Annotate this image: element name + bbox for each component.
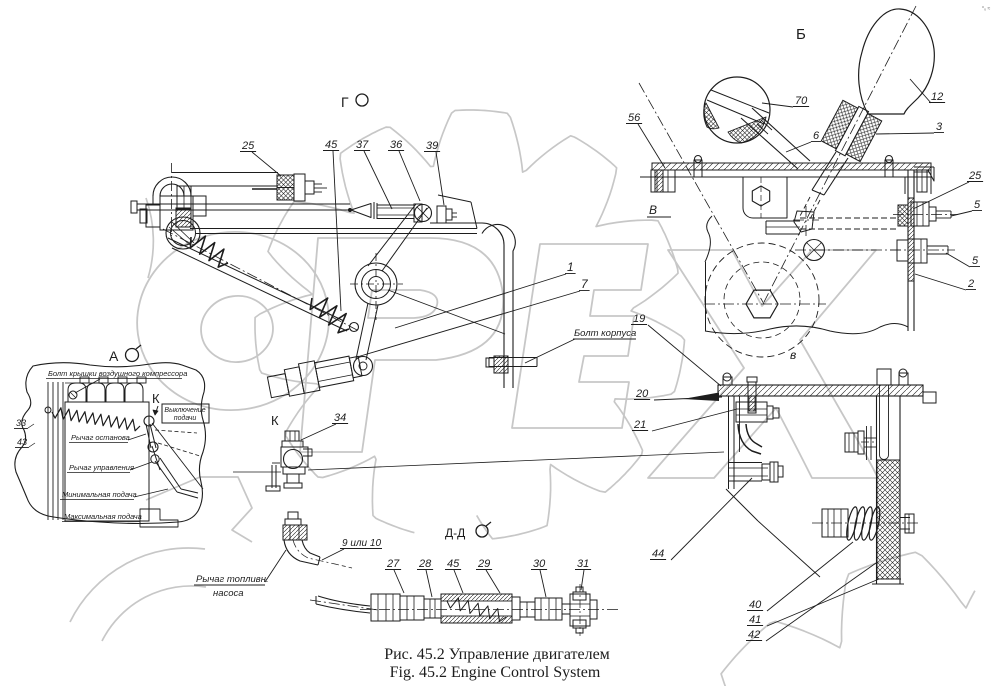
svg-text:25: 25: [241, 140, 255, 152]
svg-text:подачи: подачи: [174, 414, 197, 422]
svg-text:43: 43: [17, 437, 27, 447]
svg-text:Рис. 45.2 Управление двигателе: Рис. 45.2 Управление двигателем: [384, 646, 610, 663]
svg-text:45: 45: [325, 139, 338, 151]
svg-text:19: 19: [633, 313, 645, 325]
svg-text:К: К: [271, 413, 279, 428]
svg-text:Fig. 45.2 Engine Control Syste: Fig. 45.2 Engine Control System: [390, 664, 601, 681]
svg-text:20: 20: [635, 388, 649, 400]
svg-text:Болт крышки воздушного компрес: Болт крышки воздушного компрессора: [48, 369, 187, 378]
svg-text:насоса: насоса: [213, 588, 244, 599]
svg-text:6: 6: [813, 130, 820, 142]
svg-text:2: 2: [967, 278, 974, 290]
svg-text:А: А: [109, 348, 119, 364]
svg-text:Максимальная подача: Максимальная подача: [64, 512, 142, 521]
svg-text:3: 3: [936, 121, 943, 133]
svg-text:40: 40: [749, 599, 762, 611]
svg-text:30: 30: [533, 558, 546, 570]
svg-text:37: 37: [356, 139, 369, 151]
svg-text:34: 34: [334, 412, 346, 424]
svg-text:Б: Б: [796, 26, 806, 43]
svg-text:28: 28: [418, 558, 432, 570]
svg-text:42: 42: [748, 629, 760, 641]
svg-text:Болт корпуса: Болт корпуса: [574, 328, 636, 339]
svg-text:В: В: [649, 203, 657, 217]
svg-text:56: 56: [628, 112, 641, 124]
svg-text:12: 12: [931, 91, 943, 103]
svg-text:31: 31: [577, 558, 589, 570]
svg-text:1: 1: [567, 260, 574, 274]
svg-text:Рычаг останова: Рычаг останова: [71, 433, 130, 442]
svg-text:°₀ ≈: °₀ ≈: [982, 6, 990, 12]
svg-text:27: 27: [386, 558, 400, 570]
svg-text:9 или 10: 9 или 10: [342, 538, 381, 549]
svg-text:36: 36: [390, 139, 403, 151]
svg-text:39: 39: [426, 140, 438, 152]
svg-text:41: 41: [749, 614, 761, 626]
svg-text:в: в: [790, 348, 796, 362]
svg-text:45: 45: [447, 558, 460, 570]
svg-text:Г: Г: [341, 94, 349, 110]
svg-text:25: 25: [968, 170, 982, 182]
svg-text:Рычаг управления: Рычаг управления: [69, 463, 134, 472]
svg-text:33: 33: [16, 418, 26, 428]
svg-text:7: 7: [581, 277, 589, 291]
svg-text:Д-Д: Д-Д: [445, 526, 465, 540]
svg-text:Выключение: Выключение: [164, 407, 205, 414]
svg-text:Рычаг топливн.: Рычаг топливн.: [196, 574, 269, 585]
svg-text:5: 5: [972, 255, 979, 267]
svg-text:К: К: [152, 391, 160, 406]
svg-text:5: 5: [974, 199, 981, 211]
svg-text:44: 44: [652, 548, 664, 560]
svg-text:Минимальная подача: Минимальная подача: [62, 490, 137, 499]
svg-text:21: 21: [633, 419, 646, 431]
svg-text:29: 29: [477, 558, 490, 570]
svg-text:70: 70: [795, 95, 808, 107]
